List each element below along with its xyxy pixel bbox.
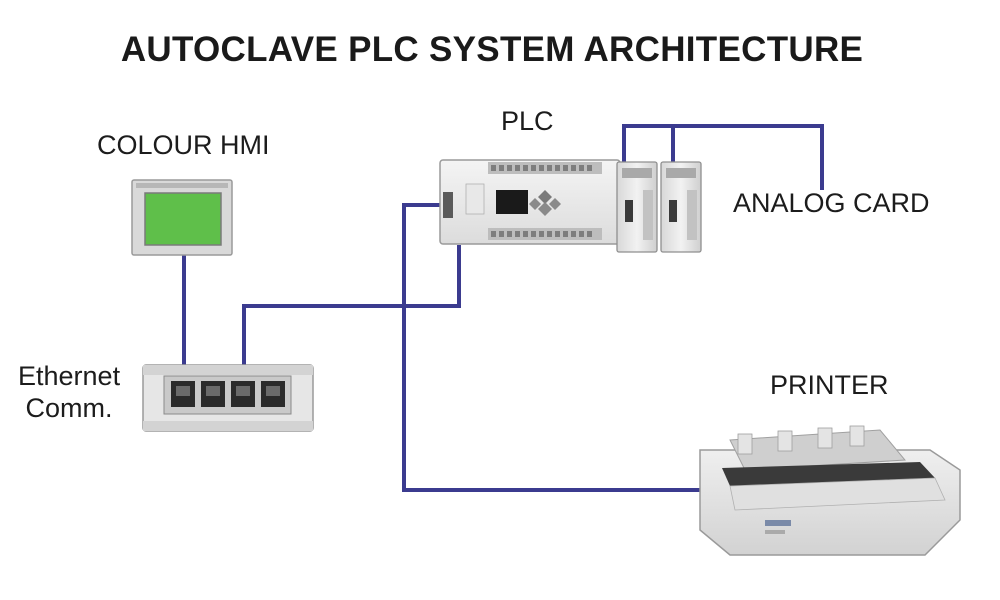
ethernet-comm-label: Ethernet Comm. [18, 360, 120, 424]
analog-card-label: ANALOG CARD [733, 188, 930, 218]
hmi-screen [144, 192, 222, 246]
printer-device [699, 425, 961, 556]
colour-hmi-label: COLOUR HMI [97, 130, 270, 160]
connections [182, 124, 824, 492]
ethernet-label-line-2: Comm. [25, 393, 113, 423]
analog-card-module-1 [616, 161, 658, 253]
analog-card-module-2 [660, 161, 702, 253]
printer-label: PRINTER [770, 370, 889, 400]
ethernet-label-line-1: Ethernet [18, 361, 121, 391]
colour-hmi-device [131, 179, 233, 256]
plc-label: PLC [501, 106, 554, 136]
plc-display [496, 190, 528, 214]
diagram-title: AUTOCLAVE PLC SYSTEM ARCHITECTURE [120, 30, 864, 69]
plc-device [439, 159, 621, 245]
analog-card-bus-line [622, 124, 824, 190]
ethernet-switch-device [142, 364, 314, 432]
plc-to-printer-line [402, 203, 700, 492]
ethernet-to-plc-line [242, 245, 461, 368]
